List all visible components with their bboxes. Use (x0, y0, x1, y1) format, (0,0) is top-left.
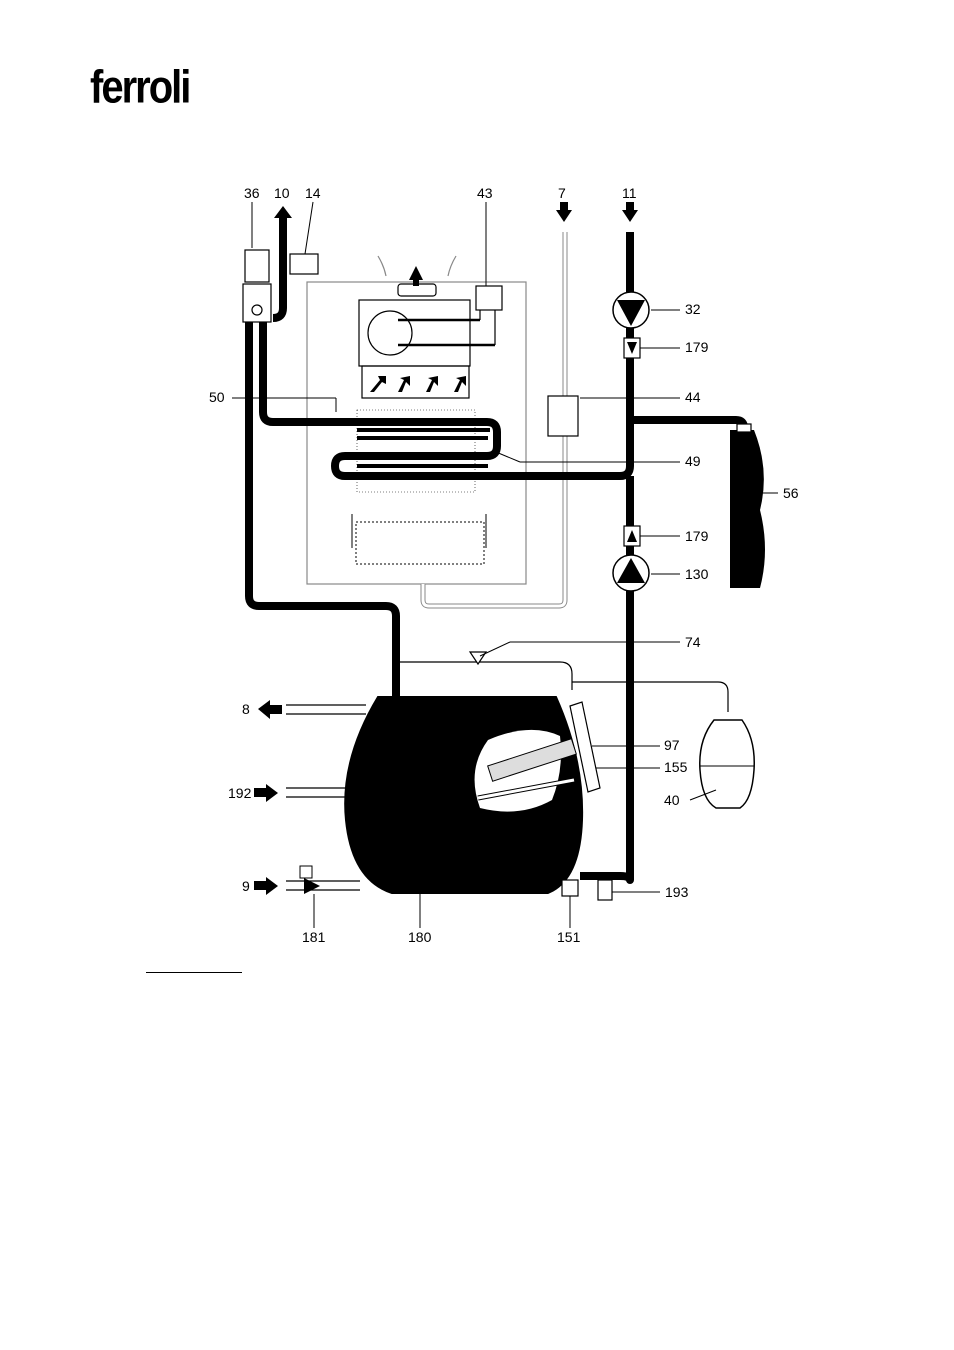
label-192: 192 (228, 785, 252, 801)
label-40: 40 (664, 792, 680, 808)
label-44: 44 (685, 389, 701, 405)
safety-valve (290, 254, 318, 274)
expansion-vessel-dhw (700, 720, 754, 808)
label-36: 36 (244, 185, 260, 201)
label-179-upper: 179 (685, 339, 709, 355)
label-50: 50 (209, 389, 225, 405)
label-155: 155 (664, 759, 688, 775)
label-8: 8 (242, 701, 250, 717)
control-unit (476, 286, 502, 310)
label-32: 32 (685, 301, 701, 317)
label-7: 7 (558, 185, 566, 201)
combustion-airflow-arrows (370, 266, 466, 392)
label-11: 11 (622, 185, 637, 201)
label-74: 74 (685, 634, 701, 650)
diverter-valve (243, 284, 271, 322)
label-49: 49 (685, 453, 701, 469)
intake-arrow-right (448, 256, 456, 276)
label-10: 10 (274, 185, 290, 201)
label-179-lower: 179 (685, 528, 709, 544)
label-9: 9 (242, 878, 250, 894)
label-43: 43 (477, 185, 493, 201)
drain-valve-151 (562, 880, 578, 896)
figure-caption-rule (146, 972, 242, 973)
label-181: 181 (302, 929, 326, 945)
burner (352, 514, 486, 564)
gas-valve (548, 396, 578, 436)
label-97: 97 (664, 737, 680, 753)
drain-valve-193 (598, 880, 612, 900)
label-130: 130 (685, 566, 709, 582)
label-56: 56 (783, 485, 799, 501)
label-151: 151 (557, 929, 581, 945)
label-193: 193 (665, 884, 689, 900)
label-180: 180 (408, 929, 432, 945)
intake-arrow-left (378, 256, 386, 276)
expansion-vessel-heating (730, 430, 765, 588)
label-14: 14 (305, 185, 321, 201)
air-vent (245, 250, 269, 282)
